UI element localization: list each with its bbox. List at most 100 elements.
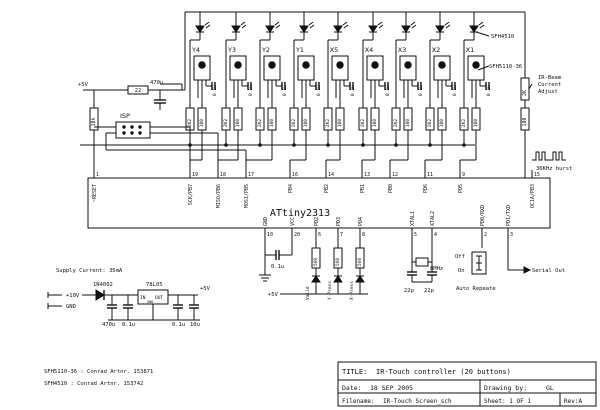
channel-resistor-value: 100 bbox=[473, 119, 479, 127]
channel-resistor-value: 100 bbox=[439, 119, 445, 127]
mcu-name: ATtiny2313 bbox=[270, 208, 330, 219]
channel-resistor-value: 100 bbox=[269, 119, 275, 127]
title-text: IR-Touch controller (20 buttons) bbox=[376, 368, 511, 376]
switch-on-label: On bbox=[458, 268, 465, 274]
mcu-pin-number: 10 bbox=[267, 232, 273, 238]
mcu-pin-name: PD6 bbox=[423, 184, 429, 193]
ir-adjust-label-3: Adjust bbox=[538, 89, 558, 95]
date-value: 18 SEP 2005 bbox=[370, 384, 413, 392]
led-label: Y-Press bbox=[327, 281, 333, 300]
serial-out-label: Serial Out bbox=[532, 268, 565, 274]
title-block bbox=[337, 361, 597, 407]
mcu-pin-number: 12 bbox=[392, 172, 398, 178]
mcu-pin-name: PD3 bbox=[336, 217, 342, 226]
mcu-pin-name: MOSI/PB5 bbox=[244, 184, 250, 208]
channel-label: X1 bbox=[466, 46, 475, 54]
mcu-pin-number: 8 bbox=[362, 232, 365, 238]
mcu-pin-name: VCC bbox=[290, 217, 296, 226]
note-sfh4510: SFH4510 : Conrad Artnr. 153742 bbox=[44, 381, 143, 387]
ir-channels: Y4 0.1u 2K2 100 Y3 0.1u 2K2 100 Y2 0.1u 2K2 100 Y1 0.… bbox=[185, 12, 492, 170]
drawing-value: GL bbox=[546, 384, 554, 392]
mcu-pin-name: GND bbox=[263, 217, 269, 226]
channel-label: Y2 bbox=[261, 46, 270, 54]
mcu-body bbox=[87, 177, 551, 229]
channel-label: X3 bbox=[398, 46, 407, 54]
channel-resistor-value: 100 bbox=[372, 119, 378, 127]
date-label: Date: bbox=[342, 384, 362, 392]
reg-out-label: OUT bbox=[155, 295, 163, 301]
channel-cap-value: 0.1u bbox=[418, 85, 424, 96]
channel-label: X5 bbox=[330, 46, 339, 54]
channel-cap-value: 0.1u bbox=[282, 85, 288, 96]
filename-value: IR-Touch Screen_sch bbox=[383, 398, 452, 405]
mcu-pin-number: 14 bbox=[328, 172, 334, 178]
ir-emitter-led bbox=[333, 25, 343, 33]
crystal bbox=[415, 257, 429, 267]
ir-adjust-label-2: Current bbox=[538, 82, 561, 88]
mcu-pin-number: 1 bbox=[96, 172, 99, 178]
mcu-pin-number: 2 bbox=[484, 232, 487, 238]
channel-cap-value: 0.1u bbox=[452, 85, 458, 96]
switch-off-label: Off bbox=[455, 254, 465, 260]
channel-resistor-value: 2K2 bbox=[187, 119, 193, 127]
mcu-pin-number: 20 bbox=[294, 232, 300, 238]
channel-resistor-value: 100 bbox=[235, 119, 241, 127]
supply-current: Supply Current: 35mA bbox=[56, 268, 123, 274]
note-sfh5110: SFH5110-36 : Conrad Artnr. 153871 bbox=[44, 369, 153, 375]
sfh5110-label: SFH5110-36 bbox=[489, 64, 522, 70]
mcu-pin-name: PB1 bbox=[360, 184, 366, 193]
mcu-pin-name: XTAL2 bbox=[430, 211, 436, 226]
rev-value: Rev:A bbox=[564, 398, 582, 405]
channel-resistor-value: 2K2 bbox=[257, 119, 263, 127]
mcu-pin-name: PD4 bbox=[358, 217, 364, 226]
pot-value: 2K bbox=[522, 90, 528, 96]
ir-emitter-led bbox=[435, 25, 445, 33]
mcu-pin-name: MISO/PB6 bbox=[216, 184, 222, 208]
led-resistor-value: 560 bbox=[357, 258, 363, 266]
mcu-pin-name: PD5 bbox=[458, 184, 464, 193]
mcu-bottom-pins: 10GND20VCC6PD27PD38PD45XTAL14XTAL22PD0/R… bbox=[263, 205, 513, 238]
auto-repeat-label: Auto Repeate bbox=[456, 286, 496, 292]
ir-emitter-led bbox=[265, 25, 275, 33]
isp-connector bbox=[115, 121, 151, 139]
mcu-pin-number: 5 bbox=[414, 232, 417, 238]
title-label: TITLE: bbox=[342, 368, 367, 376]
gnd-label: GND bbox=[66, 304, 76, 310]
plus5v-bottom-label: +5V bbox=[268, 292, 279, 298]
v10-label: +10V bbox=[66, 293, 80, 299]
channel-label: X2 bbox=[432, 46, 441, 54]
channel-resistor-value: 100 bbox=[337, 119, 343, 127]
ir-emitter-led bbox=[299, 25, 309, 33]
channel-cap-value: 0.1u bbox=[212, 85, 218, 96]
channel-cap-value: 0.1u bbox=[385, 85, 391, 96]
channel-cap-value: 0.1u bbox=[248, 85, 254, 96]
reg-label: 78L05 bbox=[146, 282, 163, 288]
mcu-pin-name: XTAL1 bbox=[410, 211, 416, 226]
channel-resistor-value: 2K2 bbox=[291, 119, 297, 127]
c-01b-value: 0.1u bbox=[172, 322, 185, 328]
led-label: X-Press bbox=[349, 281, 355, 300]
mcu-top-pins: 1~RESET19SCK/PB718MISO/PB617MOSI/PB516PB… bbox=[92, 170, 540, 208]
channel-resistor-value: 2K2 bbox=[360, 119, 366, 127]
channel-label: Y4 bbox=[191, 46, 200, 54]
auto-repeat-switch bbox=[471, 251, 487, 275]
ir-emitter-led bbox=[368, 25, 378, 33]
mcu-pin-name: ~RESET bbox=[92, 184, 98, 202]
channel-label: Y1 bbox=[295, 46, 304, 54]
mcu-pin-number: 4 bbox=[434, 232, 437, 238]
mcu-pin-name: PD0/RXD bbox=[480, 205, 486, 226]
ir-channel: Y2 0.1u 2K2 100 bbox=[255, 12, 288, 147]
ir-emitter-led bbox=[195, 25, 205, 33]
led-diode bbox=[333, 275, 343, 283]
mcu-pin-number: 3 bbox=[510, 232, 513, 238]
c-in-value: 470u bbox=[102, 322, 115, 328]
mcu-pin-name: PB4 bbox=[288, 184, 294, 193]
channel-resistor-value: 2K2 bbox=[393, 119, 399, 127]
channel-resistor-value: 100 bbox=[303, 119, 309, 127]
channel-label: Y3 bbox=[227, 46, 236, 54]
